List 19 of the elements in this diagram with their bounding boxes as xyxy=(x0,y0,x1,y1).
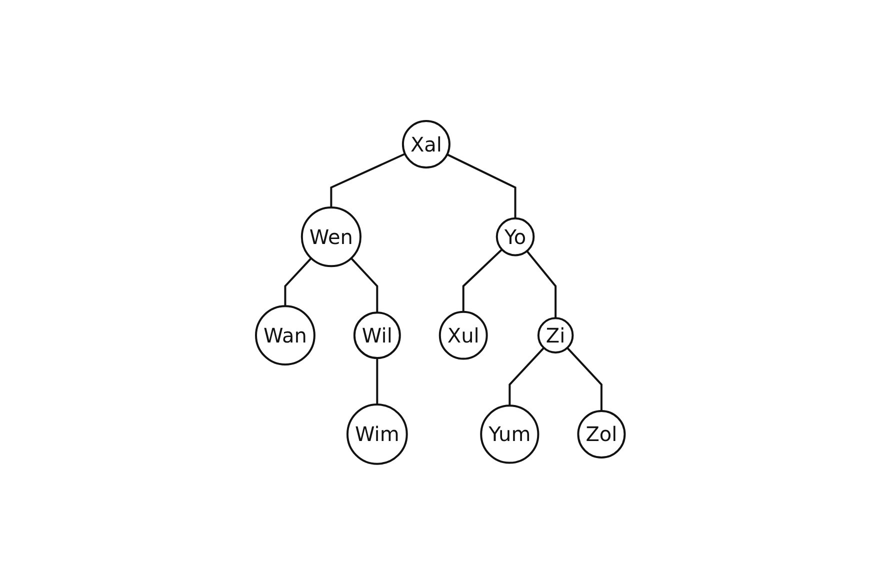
node-circle: Wen xyxy=(301,206,362,267)
node-circle: Xul xyxy=(439,310,488,360)
node-circle: Yo xyxy=(496,216,535,256)
node-circle: Yum xyxy=(480,404,540,464)
node-circle: Xal xyxy=(402,120,451,168)
node-circle: Zol xyxy=(577,410,626,458)
connector xyxy=(566,346,603,411)
connector xyxy=(526,250,557,318)
node-circle: Wim xyxy=(346,403,408,464)
connector xyxy=(350,257,378,312)
connector xyxy=(330,152,406,208)
connector xyxy=(376,358,378,404)
connector xyxy=(284,257,312,306)
connector xyxy=(446,153,516,218)
connector xyxy=(508,346,545,406)
node-circle: Zi xyxy=(538,316,574,353)
node-circle: Wan xyxy=(255,304,316,366)
node-circle: Wil xyxy=(354,311,402,359)
connector xyxy=(462,248,503,312)
